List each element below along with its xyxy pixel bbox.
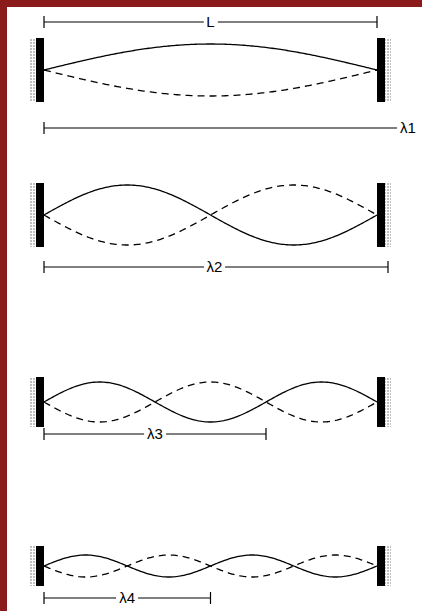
wall-hatch [30, 183, 36, 247]
wavelength-label: λ3 [144, 426, 166, 443]
wall [36, 546, 44, 586]
harmonic-panel [30, 377, 391, 427]
wall [377, 377, 385, 427]
frame-left [0, 0, 7, 611]
wall-hatch [385, 38, 391, 102]
string-dashed [44, 185, 377, 245]
frame-top [0, 0, 422, 7]
wall [377, 546, 385, 586]
length-label: L [203, 14, 217, 31]
string-solid [44, 44, 377, 70]
wall-hatch [385, 183, 391, 247]
wall-hatch [385, 546, 391, 586]
wall [377, 38, 385, 102]
wall-hatch [30, 546, 36, 586]
wavelength-label: λ2 [204, 259, 226, 276]
wall [36, 377, 44, 427]
wall [36, 38, 44, 102]
string-solid [44, 555, 377, 577]
harmonic-panel [30, 183, 391, 247]
harmonic-panel [30, 546, 391, 586]
wavelength-label: λ4 [116, 590, 138, 607]
string-solid [44, 185, 377, 245]
string-dashed [44, 555, 377, 577]
wall-hatch [385, 377, 391, 427]
wall-hatch [30, 38, 36, 102]
wall [377, 183, 385, 247]
wall-hatch [30, 377, 36, 427]
wavelength-dimension [44, 122, 400, 134]
wavelength-label: λ1 [397, 120, 419, 137]
string-solid [44, 382, 377, 422]
harmonic-panel [30, 38, 391, 102]
string-dashed [44, 70, 377, 96]
wall [36, 183, 44, 247]
string-dashed [44, 382, 377, 422]
